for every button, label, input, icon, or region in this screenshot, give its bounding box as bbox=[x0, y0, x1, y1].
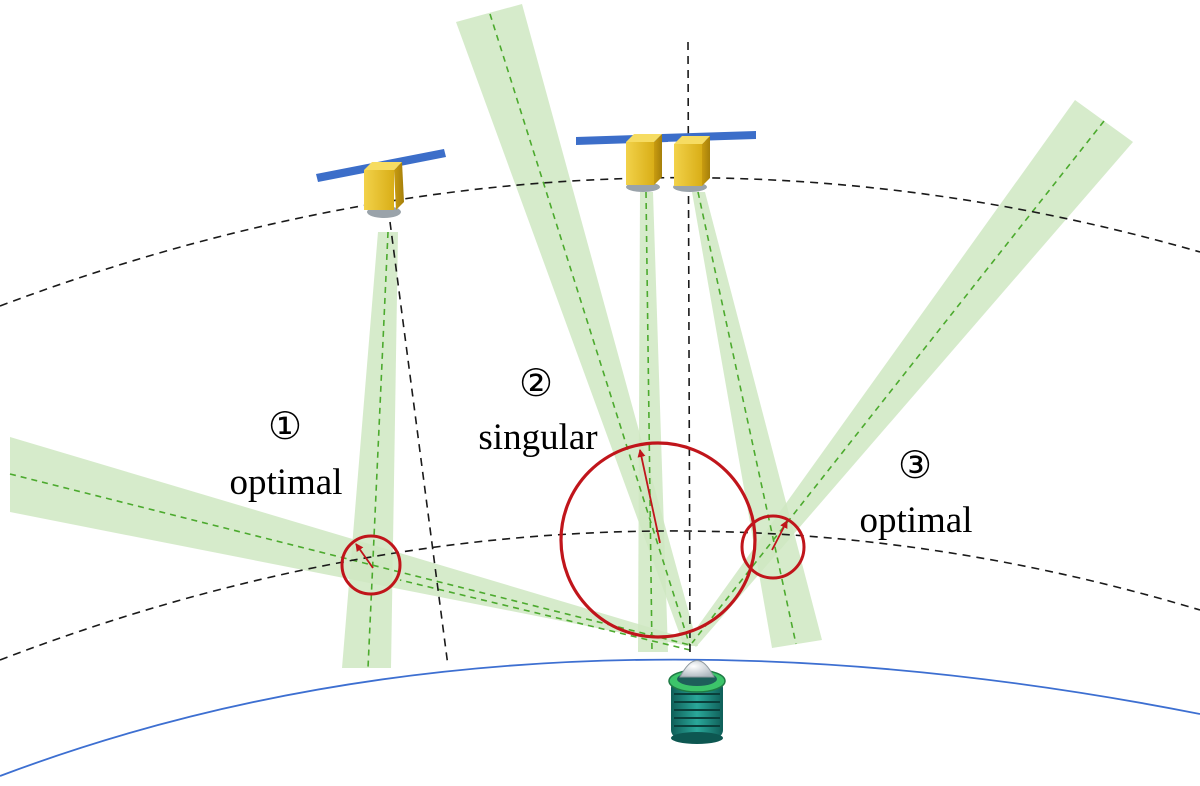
satellite-body-top bbox=[364, 162, 402, 170]
beam-center-high-northeast bbox=[691, 120, 1105, 644]
satellite-icon bbox=[662, 131, 756, 192]
ionosphere-shell-arc bbox=[0, 530, 1200, 661]
receiver-dome bbox=[679, 660, 715, 678]
beam-satellite-3 bbox=[692, 192, 822, 648]
configuration-label-3: ③ 3 optimal bbox=[859, 443, 972, 541]
configuration-label-1: ① 1 optimal bbox=[229, 404, 342, 503]
satellite-1-nadir-line bbox=[389, 221, 449, 667]
satellite-body-front bbox=[364, 170, 394, 210]
satellite-body-front bbox=[626, 142, 654, 185]
satellite-body-side bbox=[394, 162, 404, 210]
satellite-body-top bbox=[626, 134, 662, 142]
label-singular-2: singular bbox=[478, 417, 597, 458]
beam-high-northwest bbox=[456, 4, 698, 646]
label-optimal-1: optimal bbox=[229, 462, 342, 503]
label-optimal-3: optimal bbox=[859, 500, 972, 541]
satellite-body-side bbox=[702, 136, 710, 186]
beam-center-satellite-3 bbox=[697, 191, 797, 645]
circled-number-2: ② bbox=[519, 361, 553, 405]
beam-center-low-west bbox=[9, 473, 691, 646]
signal-beams bbox=[10, 4, 1133, 668]
error-circles bbox=[340, 441, 806, 639]
satellite-orbit-arc bbox=[0, 176, 1200, 307]
configuration-label-2: ② 2 singular bbox=[478, 361, 597, 458]
error-circle-optimal-1 bbox=[340, 534, 402, 596]
earth-surface-arc bbox=[0, 658, 1200, 777]
circled-number-1: ① bbox=[268, 404, 302, 448]
circled-number-3: ③ bbox=[898, 443, 932, 487]
beam-center-high-northwest bbox=[489, 13, 691, 647]
error-vector-1 bbox=[355, 543, 374, 569]
beam-low-west bbox=[10, 437, 692, 646]
receiver-ribs bbox=[674, 693, 720, 727]
satellite-body-top bbox=[674, 136, 710, 144]
receiver-base bbox=[671, 732, 723, 744]
beam-satellite-1 bbox=[342, 232, 398, 668]
error-vectors bbox=[355, 449, 788, 569]
satellite-icon bbox=[316, 149, 446, 218]
error-vector-2 bbox=[637, 449, 661, 544]
beam-satellite-2 bbox=[638, 192, 668, 652]
beam-center-receiver-to-sat1 bbox=[399, 579, 691, 651]
beam-high-northeast bbox=[688, 100, 1133, 647]
satellite-icon bbox=[576, 134, 668, 192]
satellite-body-side bbox=[654, 134, 662, 185]
satellite-body-front bbox=[674, 144, 702, 186]
gnss-receiver-icon bbox=[668, 660, 726, 744]
error-circle-optimal-3 bbox=[740, 514, 806, 580]
error-vector-3 bbox=[771, 520, 788, 551]
error-circle-singular-2 bbox=[559, 441, 757, 639]
